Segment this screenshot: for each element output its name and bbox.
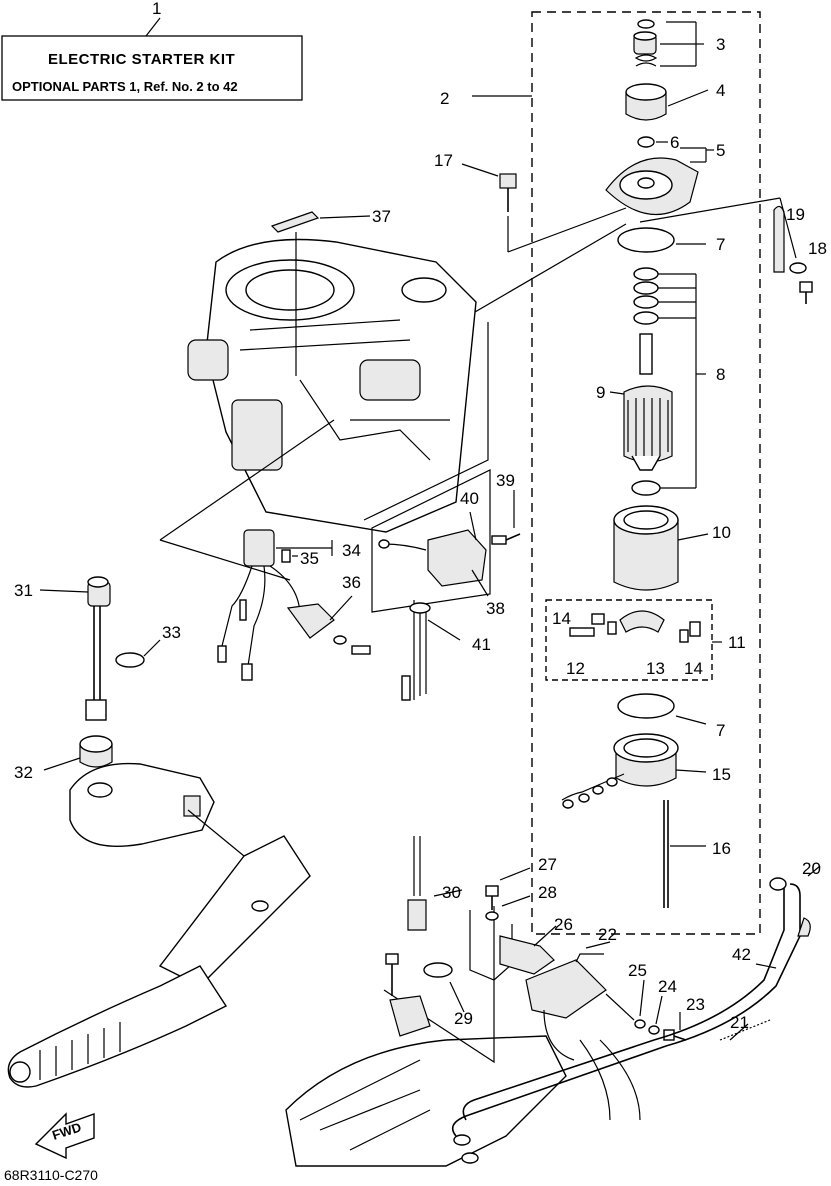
callout-42: 42 <box>732 945 751 964</box>
callout-2: 2 <box>440 89 449 108</box>
callout-12: 12 <box>566 659 585 678</box>
oring-lower <box>617 693 707 725</box>
bolt-17 <box>461 163 627 253</box>
callout-19: 19 <box>786 205 805 224</box>
callout-8: 8 <box>716 365 725 384</box>
callout-29: 29 <box>454 1009 473 1028</box>
callout-13: 13 <box>646 659 665 678</box>
bottom-cowling <box>285 1035 567 1167</box>
callout-27: 27 <box>538 855 557 874</box>
part-31-switch <box>39 576 111 721</box>
callout-1: 1 <box>152 0 161 18</box>
callout-10: 10 <box>712 523 731 542</box>
callout-24: 24 <box>658 977 677 996</box>
callout-7-upper: 7 <box>716 235 725 254</box>
callout-40: 40 <box>460 489 479 508</box>
part-32-collar <box>43 735 113 771</box>
washers-stack <box>633 267 706 489</box>
callout-14-right: 14 <box>684 659 703 678</box>
forward-direction-arrow: FWD <box>34 1112 95 1160</box>
callout-30: 30 <box>442 883 461 902</box>
callout-6: 6 <box>670 133 679 152</box>
starter-motor-group-boundary <box>531 11 761 935</box>
callout-5: 5 <box>716 141 725 160</box>
callout-23: 23 <box>686 995 705 1014</box>
callout-41: 41 <box>472 635 491 654</box>
callout-34: 34 <box>342 541 361 560</box>
callout-39: 39 <box>496 471 515 490</box>
callout-20: 20 <box>802 859 821 878</box>
callout-15: 15 <box>712 765 731 784</box>
callout-36: 36 <box>342 573 361 592</box>
oring-upper <box>617 227 706 253</box>
regulator-38-41 <box>371 469 521 701</box>
engine-powerhead <box>187 238 477 533</box>
callout-7-lower: 7 <box>716 721 725 740</box>
callout-22: 22 <box>598 925 617 944</box>
callout-25: 25 <box>628 961 647 980</box>
lead-terminal-18-19 <box>639 197 813 304</box>
drawing-code: 68R3110-C270 <box>4 1167 98 1183</box>
callout-31: 31 <box>14 581 33 600</box>
callout-32: 32 <box>14 763 33 782</box>
callout-4: 4 <box>716 81 725 100</box>
tiller-handle <box>7 762 311 1088</box>
armature <box>609 333 673 496</box>
callout-38: 38 <box>486 599 505 618</box>
callout-14-left: 14 <box>552 609 571 628</box>
callout-26: 26 <box>554 915 573 934</box>
callout-28: 28 <box>538 883 557 902</box>
lower-bracket <box>561 733 707 809</box>
callout-18: 18 <box>808 239 827 258</box>
yoke <box>613 505 709 591</box>
kit-title: ELECTRIC STARTER KIT <box>48 51 235 68</box>
bracket-26-30 <box>383 836 557 1064</box>
callout-17: 17 <box>434 151 453 170</box>
callout-9: 9 <box>596 383 605 402</box>
callout-33: 33 <box>162 623 181 642</box>
callout-37: 37 <box>372 207 391 226</box>
through-bolt <box>663 800 706 908</box>
callout-16: 16 <box>712 839 731 858</box>
kit-subtitle: OPTIONAL PARTS 1, Ref. No. 2 to 42 <box>12 79 238 94</box>
callout-11: 11 <box>728 633 746 652</box>
brush-holder-group <box>545 599 722 681</box>
battery-cables-20-21-42 <box>451 865 821 1164</box>
engine-zone-line <box>363 322 489 521</box>
connector-34-35-36 <box>217 529 371 681</box>
callout-35: 35 <box>300 549 319 568</box>
starter-top-parts <box>605 19 714 215</box>
callout-3: 3 <box>716 35 725 54</box>
part-33-clip <box>115 639 161 668</box>
kit-title-box: 1 ELECTRIC STARTER KIT OPTIONAL PARTS 1,… <box>1 0 303 101</box>
callout-21: 21 <box>730 1013 749 1032</box>
part-37 <box>270 211 371 376</box>
